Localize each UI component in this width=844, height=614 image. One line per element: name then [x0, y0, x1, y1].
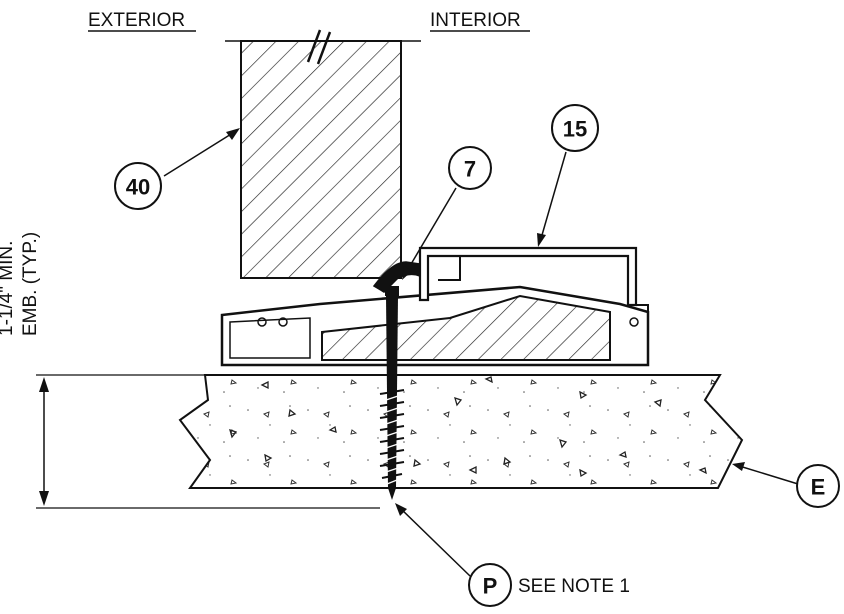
callout-40-label: 40	[126, 175, 150, 200]
screw-boss	[278, 317, 288, 327]
interior-label: INTERIOR	[430, 10, 521, 31]
leader-e-arrow	[732, 462, 745, 471]
aggregate-marks	[229, 376, 707, 478]
leader-p-arrow	[395, 503, 407, 516]
callout-bubble-15	[551, 104, 599, 152]
callout-e-label: E	[811, 475, 826, 500]
leader-15	[539, 151, 567, 243]
embed-note-line2: EMB. (TYP.)	[20, 232, 41, 336]
threshold-chamber	[229, 317, 311, 359]
anchor-screw	[379, 286, 405, 500]
callout-bubble-40	[114, 162, 162, 210]
callout-p-label: P	[483, 574, 498, 599]
callout-bubble-p	[468, 563, 512, 607]
leader-7-arrow	[402, 266, 412, 280]
leader-e	[735, 464, 799, 485]
leader-40	[163, 130, 237, 177]
callout-bubble-e	[796, 464, 840, 508]
dim-arrow-down	[39, 491, 49, 506]
leader-15-arrow	[537, 233, 546, 247]
dim-arrow-up	[39, 377, 49, 392]
leader-40-arrow	[226, 128, 240, 140]
exterior-label: EXTERIOR	[88, 10, 185, 31]
callout-7-label: 7	[464, 157, 476, 182]
see-note-label: SEE NOTE 1	[518, 576, 630, 597]
callout-15-label: 15	[563, 117, 587, 142]
cover-hook	[428, 255, 461, 281]
threshold-end-cap	[628, 304, 649, 366]
door-slab	[240, 40, 402, 279]
threshold-cover	[418, 246, 638, 307]
leader-7	[403, 187, 457, 277]
snap-detail	[629, 317, 639, 327]
embed-note-line1: 1-1/4" MIN.	[0, 241, 17, 336]
concrete-substrate	[178, 374, 744, 489]
leader-p	[397, 505, 471, 577]
callout-bubble-7	[448, 146, 492, 190]
screw-boss	[257, 317, 267, 327]
